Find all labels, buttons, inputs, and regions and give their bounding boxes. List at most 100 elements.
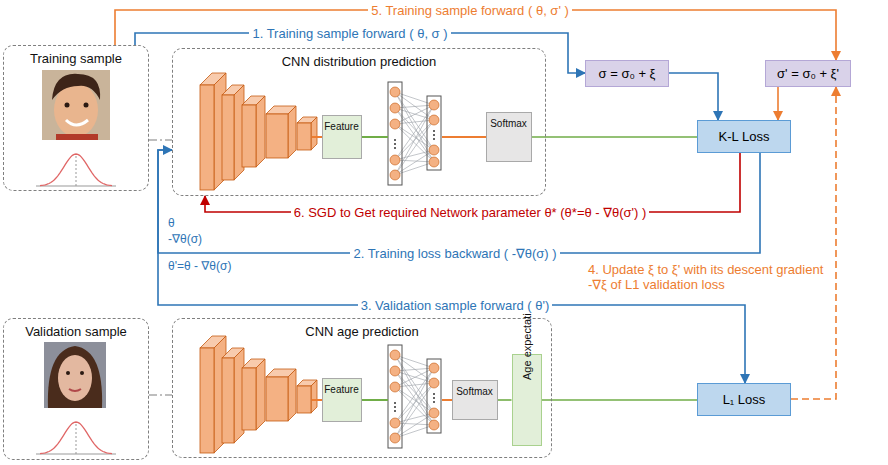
cnn-layers <box>288 106 296 158</box>
cnn-layers <box>222 358 234 443</box>
cnn-layers <box>311 380 317 413</box>
gradient-note: θ <box>165 216 178 230</box>
child-photo <box>65 103 70 108</box>
fully-connected-layers <box>429 408 439 418</box>
panel-title: CNN distribution prediction <box>173 54 545 69</box>
fully-connected-layers <box>395 387 434 425</box>
step-label: 4. Update ξ to ξ' with its descent gradi… <box>585 262 829 292</box>
box-label: Age expectation <box>521 352 533 380</box>
internal-links <box>312 137 486 400</box>
fully-connected-layers <box>395 413 434 438</box>
fully-connected-layers <box>390 418 400 428</box>
fully-connected-layers <box>395 355 434 413</box>
panel-title: Training sample <box>4 51 148 66</box>
fully-connected-layers <box>395 413 434 423</box>
gaussian-curve <box>76 154 77 186</box>
fully-connected-layers <box>395 92 434 150</box>
fully-connected-layers <box>395 150 434 175</box>
fully-connected-layers <box>390 119 400 129</box>
internal-links <box>312 399 322 401</box>
cnn-layers <box>297 123 311 150</box>
box-label: Softmax <box>487 118 531 129</box>
fully-connected-layers <box>427 359 441 433</box>
fully-connected-layers <box>394 402 396 404</box>
softmax-box: Softmax <box>486 112 532 162</box>
cnn-layers <box>200 348 214 453</box>
woman-photo <box>44 342 106 408</box>
woman-photo <box>48 346 102 408</box>
fully-connected-layers <box>395 105 434 124</box>
internal-links <box>312 136 322 138</box>
box-label: σ = σ₀ + ξ <box>599 66 656 81</box>
fully-connected-layers <box>433 134 435 136</box>
fully-connected-layers <box>429 145 439 155</box>
fully-connected-layers <box>429 420 439 430</box>
network-panel: CNN age predictionFeatureSoftmaxAge expe… <box>172 318 552 458</box>
cnn-layers <box>256 359 265 430</box>
cnn-layers <box>242 105 256 167</box>
child-photo <box>84 103 89 108</box>
flow-arrow <box>777 87 779 120</box>
fully-connected-layers <box>429 100 439 110</box>
box-label: K-L Loss <box>719 129 770 144</box>
step-arrow <box>791 87 836 399</box>
output-link <box>542 399 698 401</box>
loss-box: L₁ Loss <box>697 383 791 416</box>
cnn-layers <box>242 368 256 430</box>
fully-connected-layers <box>390 382 400 392</box>
fully-connected-layers <box>427 96 441 170</box>
child-photo <box>52 74 100 100</box>
child-photo <box>56 134 98 140</box>
output-link <box>532 136 698 138</box>
box-label: Feature <box>323 384 361 395</box>
fully-connected-layers <box>390 433 400 443</box>
sigma-box: σ' = σ₀ + ξ' <box>765 60 851 87</box>
fully-connected-layers <box>395 160 434 162</box>
fully-connected-layers <box>395 355 434 425</box>
fully-connected-layers <box>395 120 434 175</box>
loss-box: K-L Loss <box>697 120 791 153</box>
fully-connected-layers <box>395 120 434 124</box>
fully-connected-layers <box>395 105 434 160</box>
fully-connected-layers <box>395 368 434 438</box>
expectation-box: Age expectation <box>512 354 542 446</box>
output-link <box>498 399 512 401</box>
cnn-layers <box>266 114 288 158</box>
box-label: σ' = σ₀ + ξ' <box>777 66 839 81</box>
network-panel: CNN distribution predictionFeature Softma… <box>172 48 546 196</box>
cnn-layers <box>288 369 296 421</box>
gaussian-curve <box>40 154 112 186</box>
fully-connected-layers <box>394 143 396 145</box>
flow-arrow <box>669 73 718 120</box>
feature-box: Feature <box>322 115 362 159</box>
internal-links <box>362 399 388 401</box>
fully-connected-layers <box>395 425 434 438</box>
box-label: L₁ Loss <box>723 392 766 407</box>
woman-photo <box>44 342 106 408</box>
fully-connected-layers <box>395 150 434 160</box>
child-photo <box>42 70 110 140</box>
feature-box: Feature <box>322 378 362 422</box>
fully-connected-layers <box>429 157 439 167</box>
gaussian-curve <box>76 422 77 454</box>
fully-connected-layers <box>433 397 435 399</box>
step-label: 2. Training loss backward ( -∇θ(σ) ) <box>350 246 559 261</box>
gaussian-curve <box>40 422 112 454</box>
fully-connected-layers <box>433 393 435 395</box>
step-label: 3. Validation sample forward ( θ') <box>358 298 553 313</box>
fully-connected-layers <box>394 147 396 149</box>
gaussian-curve <box>36 154 116 454</box>
fully-connected-layers <box>395 92 434 162</box>
cnn-layers <box>297 386 311 413</box>
dashdot-link <box>149 139 172 140</box>
fully-connected-layers <box>394 139 396 141</box>
fully-connected-layers <box>429 378 439 388</box>
step-arrow <box>158 150 760 253</box>
box-label: Softmax <box>453 386 497 397</box>
fully-connected-layers <box>394 410 396 412</box>
sigma-box: σ = σ₀ + ξ <box>585 60 669 87</box>
woman-photo <box>80 371 84 375</box>
sample-panel: Training sample <box>3 45 149 191</box>
cnn-layers <box>311 117 317 150</box>
fully-connected-layers <box>395 368 434 423</box>
